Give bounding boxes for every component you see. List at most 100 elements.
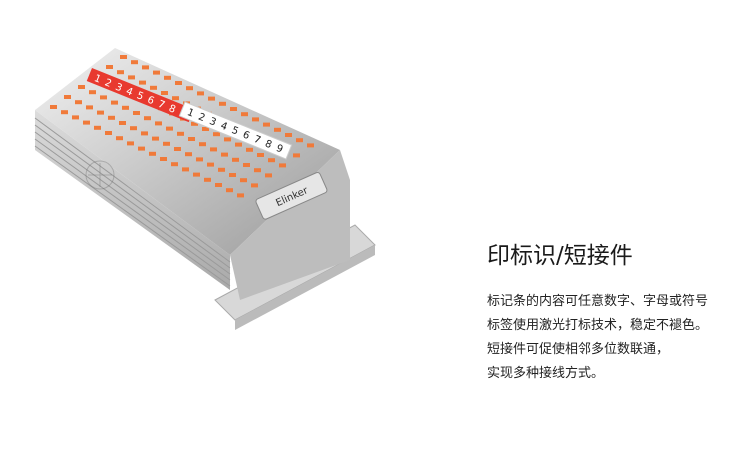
spring-release [166,126,173,131]
spring-release [293,153,300,158]
spring-release [94,125,101,130]
spring-release [163,141,170,146]
feature-description: 印标识/短接件 标记条的内容可任意数字、字母或符号 标签使用激光打标技术，稳定不… [487,236,708,386]
spring-release [207,162,214,167]
spring-release [210,147,217,152]
spring-release [213,132,220,137]
spring-release [199,142,206,147]
spring-release [144,116,151,121]
spring-release [130,126,137,131]
spring-release [150,85,157,90]
spring-release [100,95,107,100]
rib-line [34,145,231,287]
feature-title: 印标识/短接件 [487,243,633,269]
spring-release [296,138,303,143]
spring-release [191,121,198,126]
rib-line [34,131,231,275]
spring-release [241,112,248,117]
marker-number: 6 [146,95,156,108]
spring-release [142,65,149,70]
description-line: 标记条的内容可任意数字、字母或符号 [487,294,709,309]
spring-release [111,100,118,105]
spring-release [131,60,138,65]
marker-number: 5 [135,90,145,103]
spring-release [274,127,281,132]
spring-release [105,131,112,135]
marker-number: 1 [185,107,195,120]
marker-number: 3 [208,116,218,129]
jumper-bridge [255,171,328,220]
marker-number: 2 [196,112,206,125]
description-line: 实现多种接线方式。 [487,366,605,381]
marker-number: 7 [252,134,262,147]
marker-number: 4 [124,86,134,99]
spring-release [285,133,292,137]
spring-release [185,152,192,157]
spring-release [254,168,261,173]
marker-number: 2 [103,77,113,90]
spring-release [229,173,236,177]
spring-release [161,91,168,95]
spring-release [89,90,96,95]
spring-release [219,101,226,106]
spring-release [75,100,82,105]
spring-release [108,115,115,120]
spring-release [226,188,233,193]
spring-release [196,157,203,162]
spring-release [204,177,211,182]
spring-release [120,55,127,59]
spring-release [251,183,258,188]
spring-release [106,65,113,69]
spring-release [197,91,204,96]
spring-release [268,158,275,163]
spring-release [230,107,237,111]
spring-release [97,110,104,115]
spring-release [235,142,242,147]
spring-release [122,105,129,110]
spring-release [257,153,264,157]
description-line: 标签使用激光打标技术，稳定不褪色。 [487,318,709,333]
spring-release [188,137,195,141]
marker-number: 1 [92,73,102,86]
spring-release [64,95,71,99]
spring-release [175,81,182,85]
spring-release [61,110,68,115]
spring-release [237,193,244,198]
spring-release [252,117,259,122]
spring-release [215,183,222,187]
marker-number: 3 [114,82,124,95]
marker-number: 9 [274,143,284,156]
spring-release [243,163,250,167]
spring-release [202,127,209,131]
side-ribs [34,117,231,287]
spring-release [133,111,140,115]
spring-release [116,136,123,141]
white-marker-strip [178,101,293,160]
spring-release [240,178,247,183]
watermark-logo [85,160,115,190]
spring-release [218,167,225,172]
spring-release [186,86,193,91]
spring-release [149,151,156,156]
spring-release [83,120,90,125]
description-line: 短接件可促使相邻多位数联通， [487,342,670,357]
spring-release [141,131,148,136]
spring-release [50,105,57,109]
spring-release [193,172,200,177]
spring-release [224,137,231,142]
marker-number: 8 [167,103,177,116]
spring-release [155,121,162,126]
spring-release [246,147,253,152]
marker-number: 7 [156,99,166,112]
spring-release [177,131,184,136]
rib-line [34,124,231,269]
spring-release [138,146,145,151]
spring-release [72,115,79,120]
spring-release [279,163,286,168]
marker-number: 6 [241,130,251,143]
spring-release [208,96,215,101]
spring-release [119,121,126,125]
spring-release [171,162,178,167]
rib-line [34,117,231,263]
